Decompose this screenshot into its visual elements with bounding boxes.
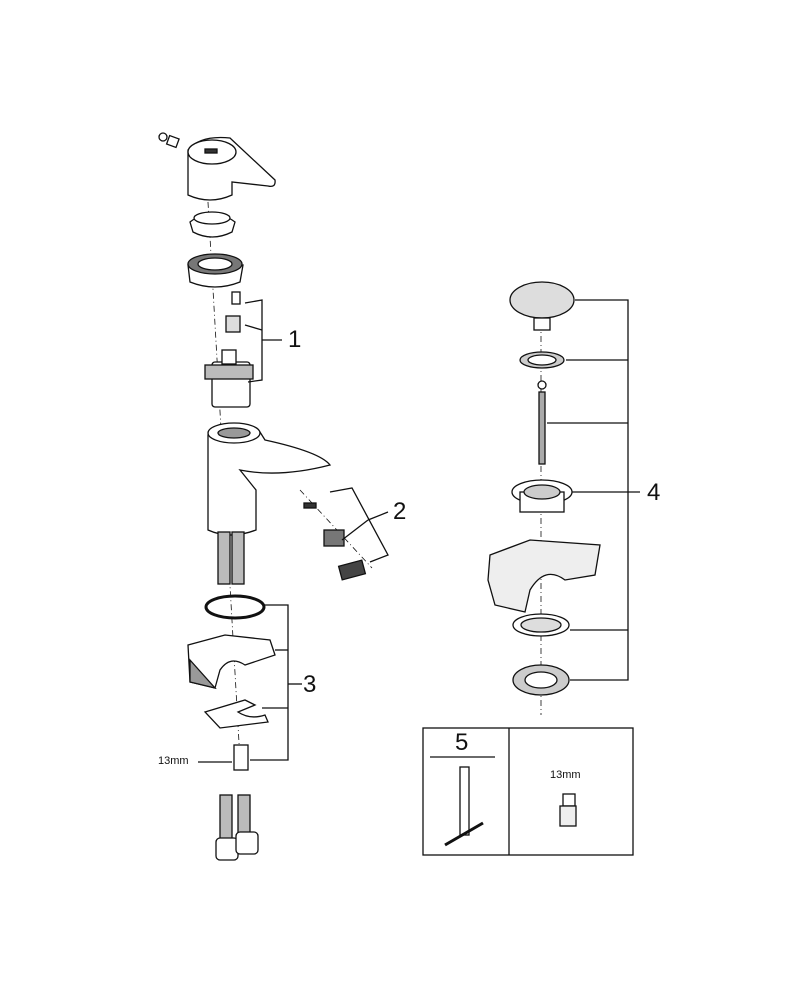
drain-ring [519, 351, 565, 369]
o-ring [204, 594, 266, 620]
nipple-size-label: 13mm [158, 755, 189, 767]
drain-flange [511, 479, 573, 513]
callout-label-1: 1 [288, 326, 302, 353]
callout-label-3: 3 [303, 671, 317, 698]
box-nipple-size-label: 13mm [550, 769, 581, 781]
horseshoe-washer [203, 699, 269, 729]
wrench-tool [444, 766, 484, 847]
drain-rod [537, 380, 547, 465]
callout-label-2: 2 [393, 498, 407, 525]
callout-bracket-2 [329, 487, 389, 563]
hose-connectors [215, 794, 259, 861]
callout-label-4: 4 [647, 479, 661, 506]
lever-handle [187, 136, 276, 201]
aerator-parts [299, 489, 373, 581]
drain-washer [512, 613, 570, 637]
drain-body [512, 664, 570, 696]
cover-cap [189, 211, 236, 238]
faucet-body [207, 422, 332, 536]
cartridge-parts [204, 291, 254, 408]
callout-bracket-3 [250, 604, 302, 761]
supply-hoses [217, 531, 245, 585]
callout-bracket-4 [547, 299, 640, 681]
drain-plug-cap [509, 281, 575, 331]
spare-nipple [559, 793, 577, 827]
basin-section [487, 539, 601, 613]
threaded-nipple [233, 744, 249, 771]
callout-bracket-1 [244, 299, 282, 383]
threaded-bushing [187, 253, 244, 288]
callout-label-5: 5 [455, 729, 469, 756]
countertop-section [187, 634, 276, 690]
handle-screw [158, 132, 180, 149]
tools-box [422, 727, 634, 856]
